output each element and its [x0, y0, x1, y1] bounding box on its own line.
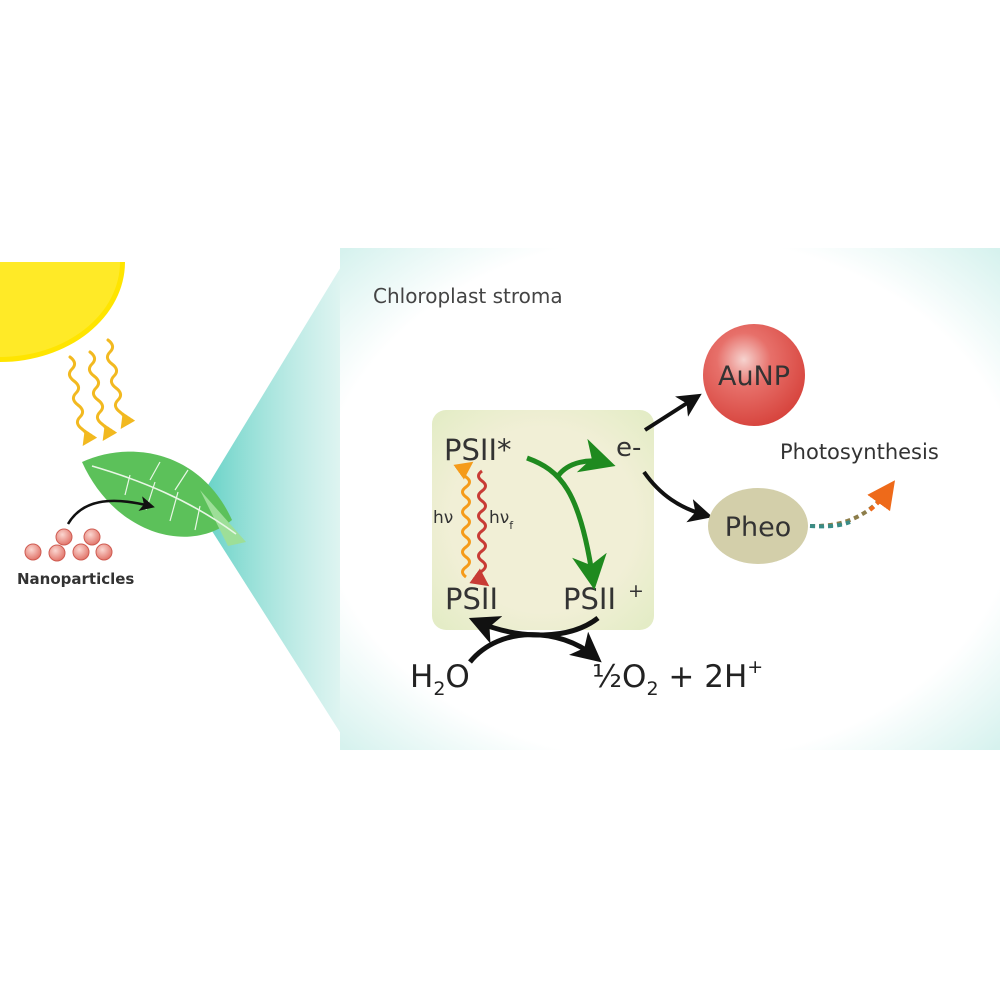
pheo-label: Pheo [725, 512, 792, 543]
aunp-particle [703, 324, 805, 426]
absorption-wave-icon [453, 461, 474, 579]
arrow-psii-plus-to-psii [468, 615, 600, 644]
green-arrow-to-electron [555, 438, 616, 478]
nanoparticles-icon [24, 528, 113, 562]
pheo-ellipse [708, 488, 808, 564]
psii-ground-label: PSII [445, 582, 498, 616]
products-label: ½O2 + 2H+ [592, 656, 763, 700]
arrow-to-aunp [643, 393, 702, 432]
water-label: H2O [410, 659, 470, 700]
photosynthesis-arrow-head [868, 488, 890, 512]
photosynthesis-arrow-tail [809, 520, 851, 529]
sun-rays [67, 338, 136, 446]
green-arrow-to-psii-plus [526, 455, 607, 590]
fluorescence-wave-icon [469, 469, 490, 587]
electron-label: e- [616, 433, 641, 463]
nanoparticles-label: Nanoparticles [17, 570, 134, 588]
arrow-to-pheo [642, 470, 713, 523]
sun-ray-icon [67, 355, 98, 446]
aunp-label: AuNP [718, 361, 790, 392]
psii-excited-label: PSII* [444, 433, 512, 467]
zoom-cone [205, 252, 350, 748]
hv-label: hν [433, 508, 453, 528]
sun-ray-icon [105, 338, 136, 429]
uptake-arrow [66, 496, 155, 525]
leaf-icon [82, 451, 246, 546]
photosynthesis-label: Photosynthesis [780, 440, 939, 464]
hvf-label: hνf [489, 508, 514, 532]
stroma-label: Chloroplast stroma [373, 284, 563, 308]
sun-ray-icon [87, 350, 118, 441]
sun-highlight [0, 262, 120, 357]
